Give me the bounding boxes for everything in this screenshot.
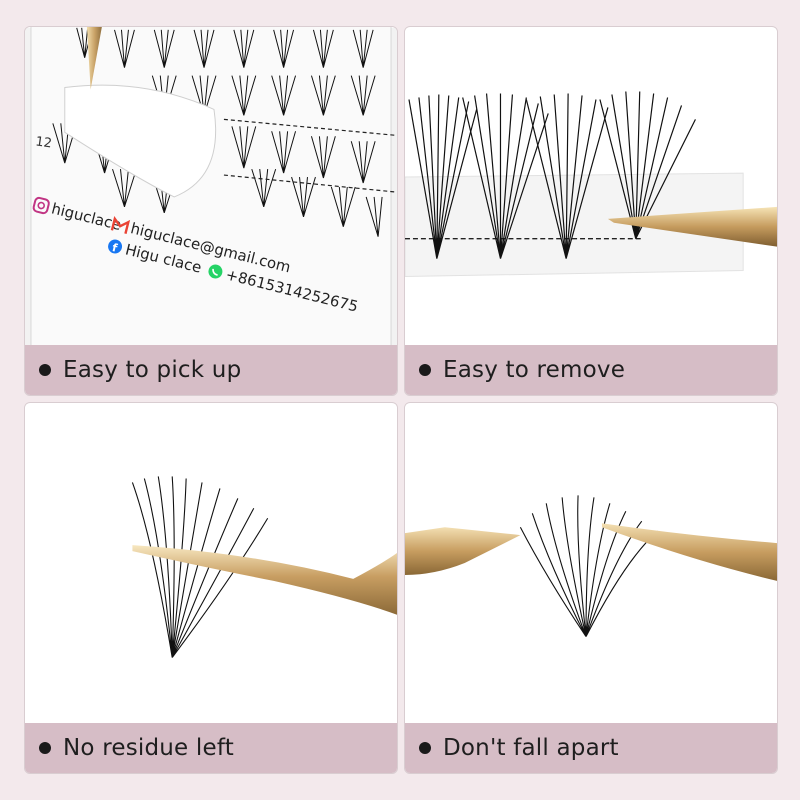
svg-text:f: f bbox=[111, 241, 119, 255]
caption-text: Easy to remove bbox=[443, 357, 626, 383]
lash-strip-photo bbox=[405, 27, 777, 347]
bullet-dot-icon bbox=[39, 742, 51, 754]
tweezer bbox=[132, 545, 397, 615]
bullet-dot-icon bbox=[39, 364, 51, 376]
two-tweezers-fan-photo bbox=[405, 403, 777, 725]
instagram-icon bbox=[32, 196, 50, 215]
caption-band: Don't fall apart bbox=[405, 723, 777, 773]
left-tweezer bbox=[405, 527, 521, 575]
gmail-icon bbox=[110, 215, 131, 234]
lash-fans bbox=[408, 91, 696, 259]
facebook-icon bbox=[108, 239, 123, 254]
tweezer bbox=[607, 206, 777, 247]
panel-no-residue-left: No residue left bbox=[24, 402, 398, 774]
bullet-dot-icon bbox=[419, 364, 431, 376]
lash-tray-photo: 12 higuclace higuclace@gmail.com f Higu … bbox=[25, 27, 397, 347]
lash-fan bbox=[519, 495, 659, 637]
panel-easy-to-remove: Easy to remove bbox=[404, 26, 778, 396]
caption-text: Easy to pick up bbox=[63, 357, 242, 383]
caption-band: No residue left bbox=[25, 723, 397, 773]
whatsapp-icon bbox=[208, 264, 223, 279]
tweezer-holding-fan-photo bbox=[25, 403, 397, 725]
caption-band: Easy to pick up bbox=[25, 345, 397, 395]
caption-band: Easy to remove bbox=[405, 345, 777, 395]
caption-text: No residue left bbox=[63, 735, 234, 761]
row-number: 12 bbox=[34, 134, 52, 151]
panel-easy-to-pick-up: 12 higuclace higuclace@gmail.com f Higu … bbox=[24, 26, 398, 396]
right-tweezer bbox=[601, 523, 777, 581]
caption-text: Don't fall apart bbox=[443, 735, 619, 761]
bullet-dot-icon bbox=[419, 742, 431, 754]
panel-dont-fall-apart: Don't fall apart bbox=[404, 402, 778, 774]
